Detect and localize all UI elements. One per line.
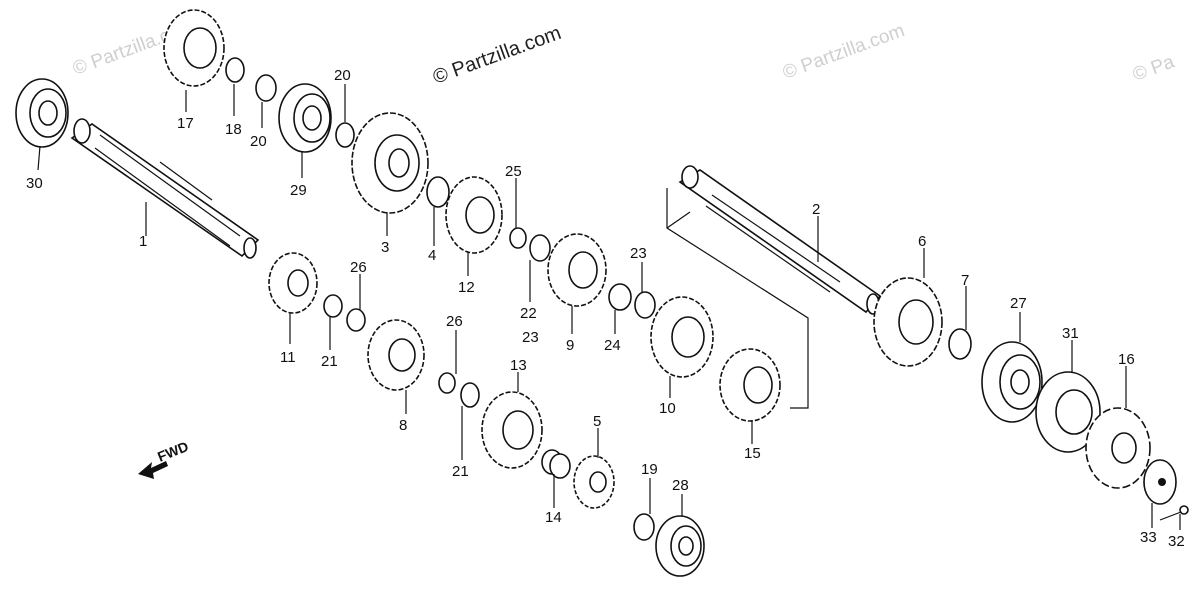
fwd-arrow: FWD [138, 438, 191, 479]
callout-27: 27 [1010, 295, 1027, 312]
callout-10: 10 [659, 400, 676, 417]
callout-3: 3 [381, 239, 389, 256]
gear-13 [481, 391, 543, 469]
fwd-label: FWD [155, 438, 191, 465]
washer-18 [225, 57, 245, 83]
callout-17: 17 [177, 115, 194, 132]
gear-3 [351, 112, 429, 214]
bushing-14 [541, 449, 571, 479]
callout-33: 33 [1140, 529, 1157, 546]
plate-33 [1143, 459, 1177, 505]
callout-11: 11 [280, 349, 296, 366]
callout-6: 6 [918, 233, 926, 250]
callout-25: 25 [505, 163, 522, 180]
washer-23 [634, 291, 656, 319]
washer-19 [633, 513, 655, 541]
callout-26: 26 [350, 259, 367, 276]
mainshaft [70, 118, 260, 259]
washer-7 [948, 328, 972, 360]
gear-8 [367, 319, 425, 391]
washer-24 [608, 283, 632, 311]
gear-6 [873, 277, 943, 367]
callout-23: 23 [630, 245, 647, 262]
countershaft [678, 165, 882, 315]
callout-4: 4 [428, 247, 436, 264]
gear-9 [547, 233, 607, 307]
bearing-28 [655, 515, 705, 577]
gear-17 [163, 9, 225, 87]
leader-lines [37, 84, 1181, 530]
callout-2: 2 [812, 201, 820, 218]
washer-20b [335, 122, 355, 148]
callout-numbers: 1 2 3 4 5 6 7 8 9 10 11 12 13 14 15 16 1… [26, 67, 1185, 550]
callout-21: 21 [321, 353, 338, 370]
callout-20: 20 [334, 67, 351, 84]
gear-5 [573, 455, 615, 509]
washer-22 [529, 234, 551, 262]
callout-23: 23 [522, 329, 539, 346]
callout-29: 29 [290, 182, 307, 199]
callout-26: 26 [446, 313, 463, 330]
callout-9: 9 [566, 337, 574, 354]
callout-5: 5 [593, 413, 601, 430]
bearing-29 [278, 83, 332, 153]
bearing-30 [15, 78, 69, 148]
callout-16: 16 [1118, 351, 1135, 368]
circlip-26 [346, 308, 366, 332]
gear-10 [650, 296, 714, 378]
gear-12 [445, 176, 503, 254]
callout-30: 30 [26, 175, 43, 192]
gear-11 [268, 252, 318, 314]
bushing-4 [426, 176, 450, 208]
callout-18: 18 [225, 121, 242, 138]
washer-20 [255, 74, 277, 102]
bearing-27 [981, 341, 1043, 423]
callout-14: 14 [545, 509, 562, 526]
callout-13: 13 [510, 357, 527, 374]
gear-15 [719, 348, 781, 422]
callout-21: 21 [452, 463, 469, 480]
callout-7: 7 [961, 272, 969, 289]
seal-31 [1035, 371, 1101, 453]
callout-15: 15 [744, 445, 761, 462]
callout-22: 22 [520, 305, 537, 322]
callout-31: 31 [1062, 325, 1079, 342]
circlip-25 [509, 227, 527, 249]
callout-28: 28 [672, 477, 689, 494]
callout-8: 8 [399, 417, 407, 434]
callout-1: 1 [139, 233, 147, 250]
callout-32: 32 [1168, 533, 1185, 550]
bolt-32 [1159, 505, 1189, 521]
callout-24: 24 [604, 337, 621, 354]
washer-21 [323, 294, 343, 318]
callout-19: 19 [641, 461, 658, 478]
callout-20: 20 [250, 133, 267, 150]
callout-12: 12 [458, 279, 475, 296]
circlip-26b [438, 372, 456, 394]
washer-21b [460, 382, 480, 408]
sprocket-16 [1085, 407, 1151, 489]
